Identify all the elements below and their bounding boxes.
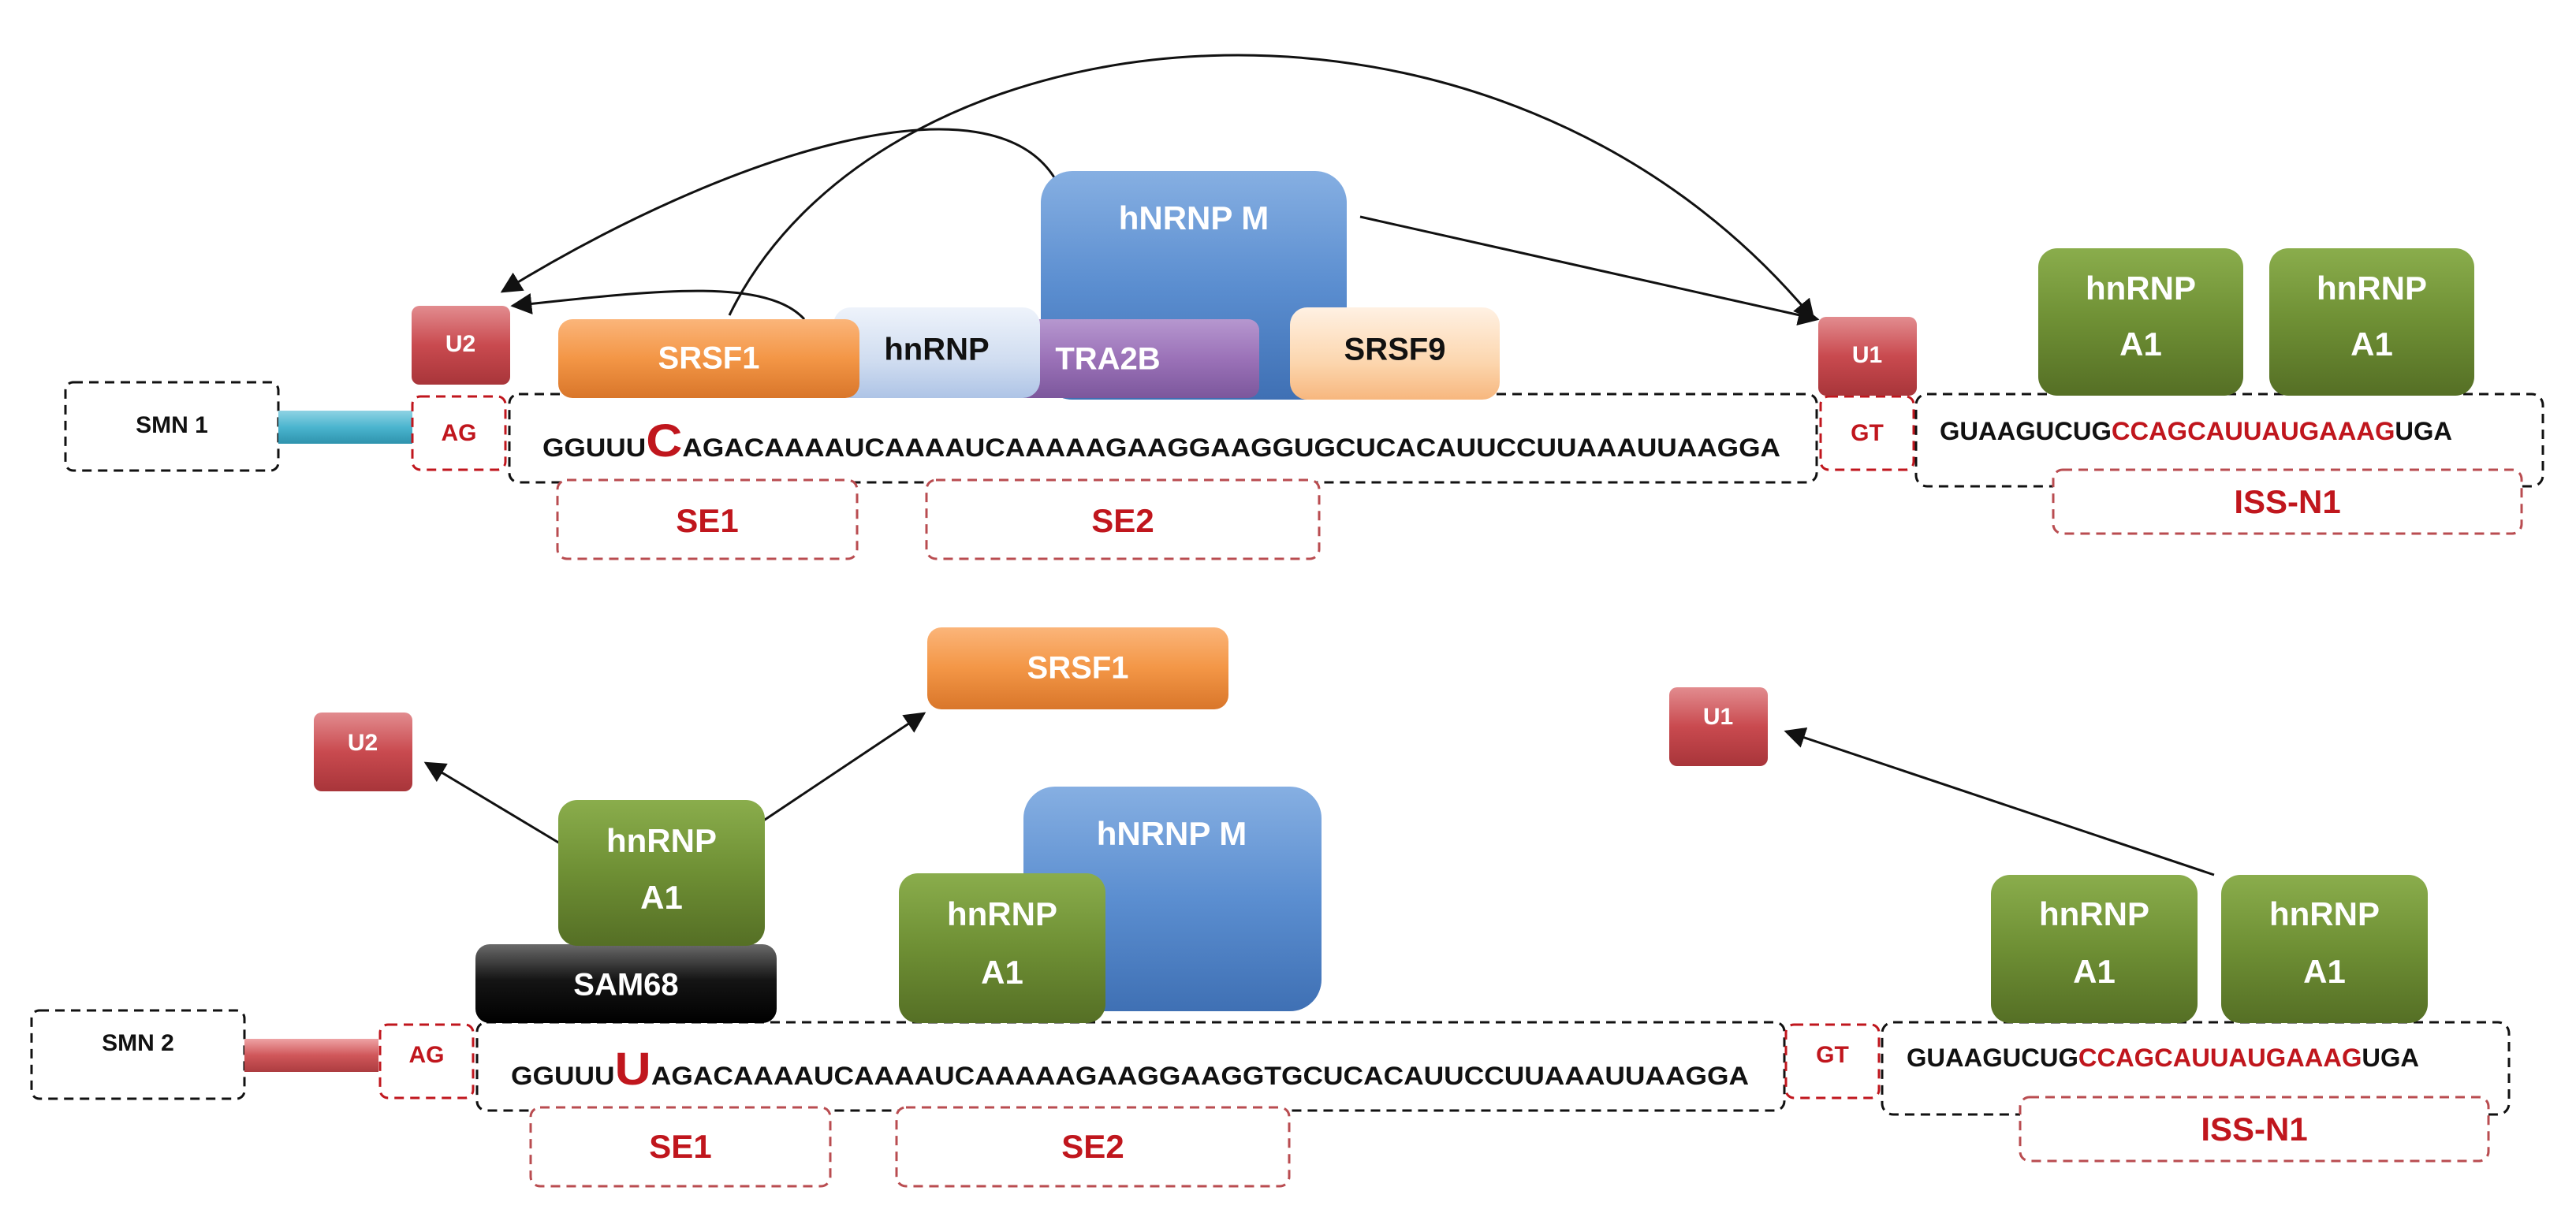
smn2-acceptor-box — [378, 1023, 475, 1100]
smn1-hnrnpa1-right-line1: hnRNP — [2317, 270, 2427, 307]
smn1-exon7-box — [508, 393, 1818, 484]
smn1-hnrnpa1-left-line2: A1 — [2119, 326, 2162, 363]
smn2-hnrnpa1-sam-line2: A1 — [640, 879, 683, 916]
smn1-donor-label: GT — [1851, 420, 1884, 446]
smn2-hnrnpa1-sam — [558, 800, 765, 946]
smn2-u1-snrnp — [1669, 687, 1768, 766]
smn1-srsf9-label: SRSF9 — [1344, 333, 1446, 367]
smn2-hnrnpa1-sam-line1: hnRNP — [606, 822, 717, 859]
smn2-se1-label: SE1 — [649, 1128, 711, 1165]
smn1-u1-label: U1 — [1852, 342, 1882, 368]
smn1-c-variant: C — [646, 415, 682, 467]
smn1-hnrnp-label: hnRNP — [884, 333, 989, 367]
smn1-upstream-exon — [278, 411, 412, 444]
smn2-srsf1-label: SRSF1 — [1027, 651, 1129, 686]
smn1-gene-label: SMN 1 — [136, 412, 208, 438]
smn2-donor-box — [1784, 1023, 1881, 1100]
smn2-u-variant: U — [615, 1044, 651, 1095]
smn1-issn1-label: ISS-N1 — [2234, 483, 2340, 520]
smn1-hnrnpa1-right — [2269, 248, 2474, 396]
smn1-acceptor-box — [411, 395, 507, 471]
arc-srsf1-to-u2 — [510, 289, 806, 321]
arrow-hnrnpa1-to-srsf1 — [762, 712, 926, 823]
smn1-tra2b-label: TRA2B — [1055, 342, 1160, 377]
smn1-se1-box — [556, 478, 859, 560]
smn2-hnrnpa1-se2-line1: hnRNP — [947, 895, 1057, 932]
smn2-se1-box — [529, 1106, 832, 1188]
arrow-hnrnpa1-to-u1 — [1784, 727, 2215, 876]
smn2-sam68-protein — [475, 944, 777, 1023]
smn1-srsf1-label: SRSF1 — [658, 341, 760, 376]
smn2-upstream-exon — [244, 1039, 378, 1072]
arrow-hnrnpa1-to-u2 — [423, 761, 561, 845]
smn2-donor-label: GT — [1816, 1042, 1849, 1068]
smn2-hnrnpa1-left-line2: A1 — [2073, 953, 2116, 990]
smn1-hnrnpa1-left — [2038, 248, 2243, 396]
smn1-issn1-box — [2052, 468, 2523, 535]
smn1-se2-label: SE2 — [1091, 502, 1154, 539]
smn1-hnrnp-protein — [833, 307, 1040, 398]
smn1-acceptor-label: AG — [442, 420, 477, 446]
smn2-hnrnpa1-left — [1991, 875, 2198, 1023]
smn2-hnrnpa1-right — [2221, 875, 2428, 1023]
smn1-issn1-motif: CCAGCAUUAUGAAAG — [2112, 417, 2395, 445]
smn2-se2-box — [895, 1106, 1291, 1188]
smn2-issn1-motif: CCAGCAUUAUGAAAG — [2078, 1044, 2362, 1072]
smn2-hnrnpa1-right-line2: A1 — [2303, 953, 2346, 990]
smn2-u2-snrnp — [314, 713, 412, 791]
smn2-hnrnpm-label: hNRNP M — [1097, 815, 1247, 852]
arc-srsf1-to-u1 — [728, 54, 1815, 322]
smn1-se1-label: SE1 — [676, 502, 738, 539]
smn1-u2-snrnp — [412, 306, 510, 385]
smn2-hnrnpa1-left-line1: hnRNP — [2039, 895, 2149, 932]
smn2-se2-label: SE2 — [1061, 1128, 1124, 1165]
smn2-hnrnpa1-se2 — [899, 873, 1105, 1023]
smn2-u1-label: U1 — [1703, 704, 1733, 730]
smn1-se2-box — [925, 478, 1321, 560]
smn2-sam68-label: SAM68 — [573, 968, 678, 1003]
smn2-issn1-label: ISS-N1 — [2201, 1111, 2307, 1148]
smn1-u1-snrnp — [1818, 317, 1917, 396]
smn2-exon7-box — [475, 1021, 1786, 1112]
smn2-u2-label: U2 — [348, 730, 378, 756]
smn1-hnrnpa1-right-line2: A1 — [2350, 326, 2393, 363]
arc-hnrnpm-to-u2 — [500, 128, 1058, 293]
smn1-srsf1-protein — [558, 319, 859, 398]
arrow-hnrnpm-to-u1 — [1359, 215, 1820, 326]
smn1-srsf9-protein — [1290, 307, 1500, 400]
smn1-hnrnpa1-left-line1: hnRNP — [2086, 270, 2196, 307]
smn1-hnrnpm-label: hNRNP M — [1119, 199, 1269, 236]
smn2-acceptor-label: AG — [409, 1042, 445, 1068]
smn1-donor-box — [1819, 395, 1915, 471]
smn1-u2-label: U2 — [445, 331, 475, 357]
smn2-issn1-box — [2019, 1096, 2490, 1163]
smn2-hnrnpa1-right-line1: hnRNP — [2269, 895, 2380, 932]
smn2-hnrnpa1-se2-line2: A1 — [981, 954, 1023, 991]
smn2-gene-label: SMN 2 — [102, 1030, 174, 1056]
smn2-srsf1-protein — [927, 627, 1228, 709]
